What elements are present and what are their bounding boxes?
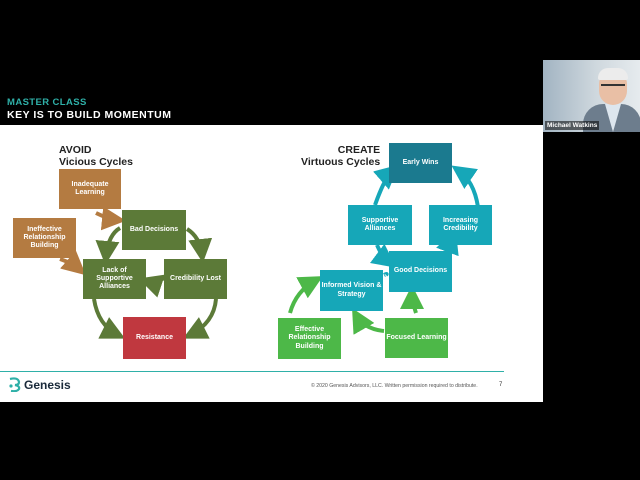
box-informed-vision-strategy: Informed Vision & Strategy (320, 270, 383, 311)
participant-glasses (601, 84, 625, 91)
genesis-logo-text: Genesis (24, 377, 71, 392)
box-resistance: Resistance (123, 317, 186, 359)
participant-name: Michael Watkins (545, 121, 600, 130)
box-increasing-credibility: Increasing Credibility (429, 205, 492, 245)
box-focused-learning: Focused Learning (385, 318, 448, 358)
create-heading-line1: CREATE (337, 144, 381, 156)
avoid-heading-line2: Vicious Cycles (59, 156, 133, 168)
box-credibility-lost: Credibility Lost (164, 259, 227, 299)
box-good-decisions: Good Decisions (389, 251, 452, 292)
genesis-logo: Genesis (8, 377, 71, 392)
create-heading: CREATE Virtuous Cycles (301, 144, 380, 168)
box-supportive-alliances: Supportive Alliances (348, 205, 412, 245)
webcam-tile[interactable]: Michael Watkins (543, 60, 640, 132)
box-early-wins: Early Wins (389, 143, 452, 183)
avoid-heading-line1: AVOID (59, 144, 92, 156)
header-title: KEY IS TO BUILD MOMENTUM (7, 109, 172, 121)
footer-divider (0, 371, 504, 372)
create-heading-line2: Virtuous Cycles (301, 156, 381, 168)
box-ineffective-relationship-building: Ineffective Relationship Building (13, 218, 76, 258)
box-effective-relationship-building: Effective Relationship Building (278, 318, 341, 359)
presentation-slide: AVOID Vicious Cycles Inadequate Learning… (0, 125, 543, 402)
box-bad-decisions: Bad Decisions (122, 210, 186, 250)
box-lack-of-supportive-alliances: Lack of Supportive Alliances (83, 259, 146, 299)
genesis-logo-icon (9, 377, 21, 392)
participant-hair (598, 68, 628, 80)
avoid-heading: AVOID Vicious Cycles (59, 144, 133, 168)
page-number: 7 (499, 382, 503, 388)
header-course-label: MASTER CLASS (7, 97, 87, 108)
box-inadequate-learning: Inadequate Learning (59, 169, 121, 209)
copyright-notice: © 2020 Genesis Advisors, LLC. Written pe… (311, 383, 478, 389)
cycle-arrows (59, 164, 480, 339)
